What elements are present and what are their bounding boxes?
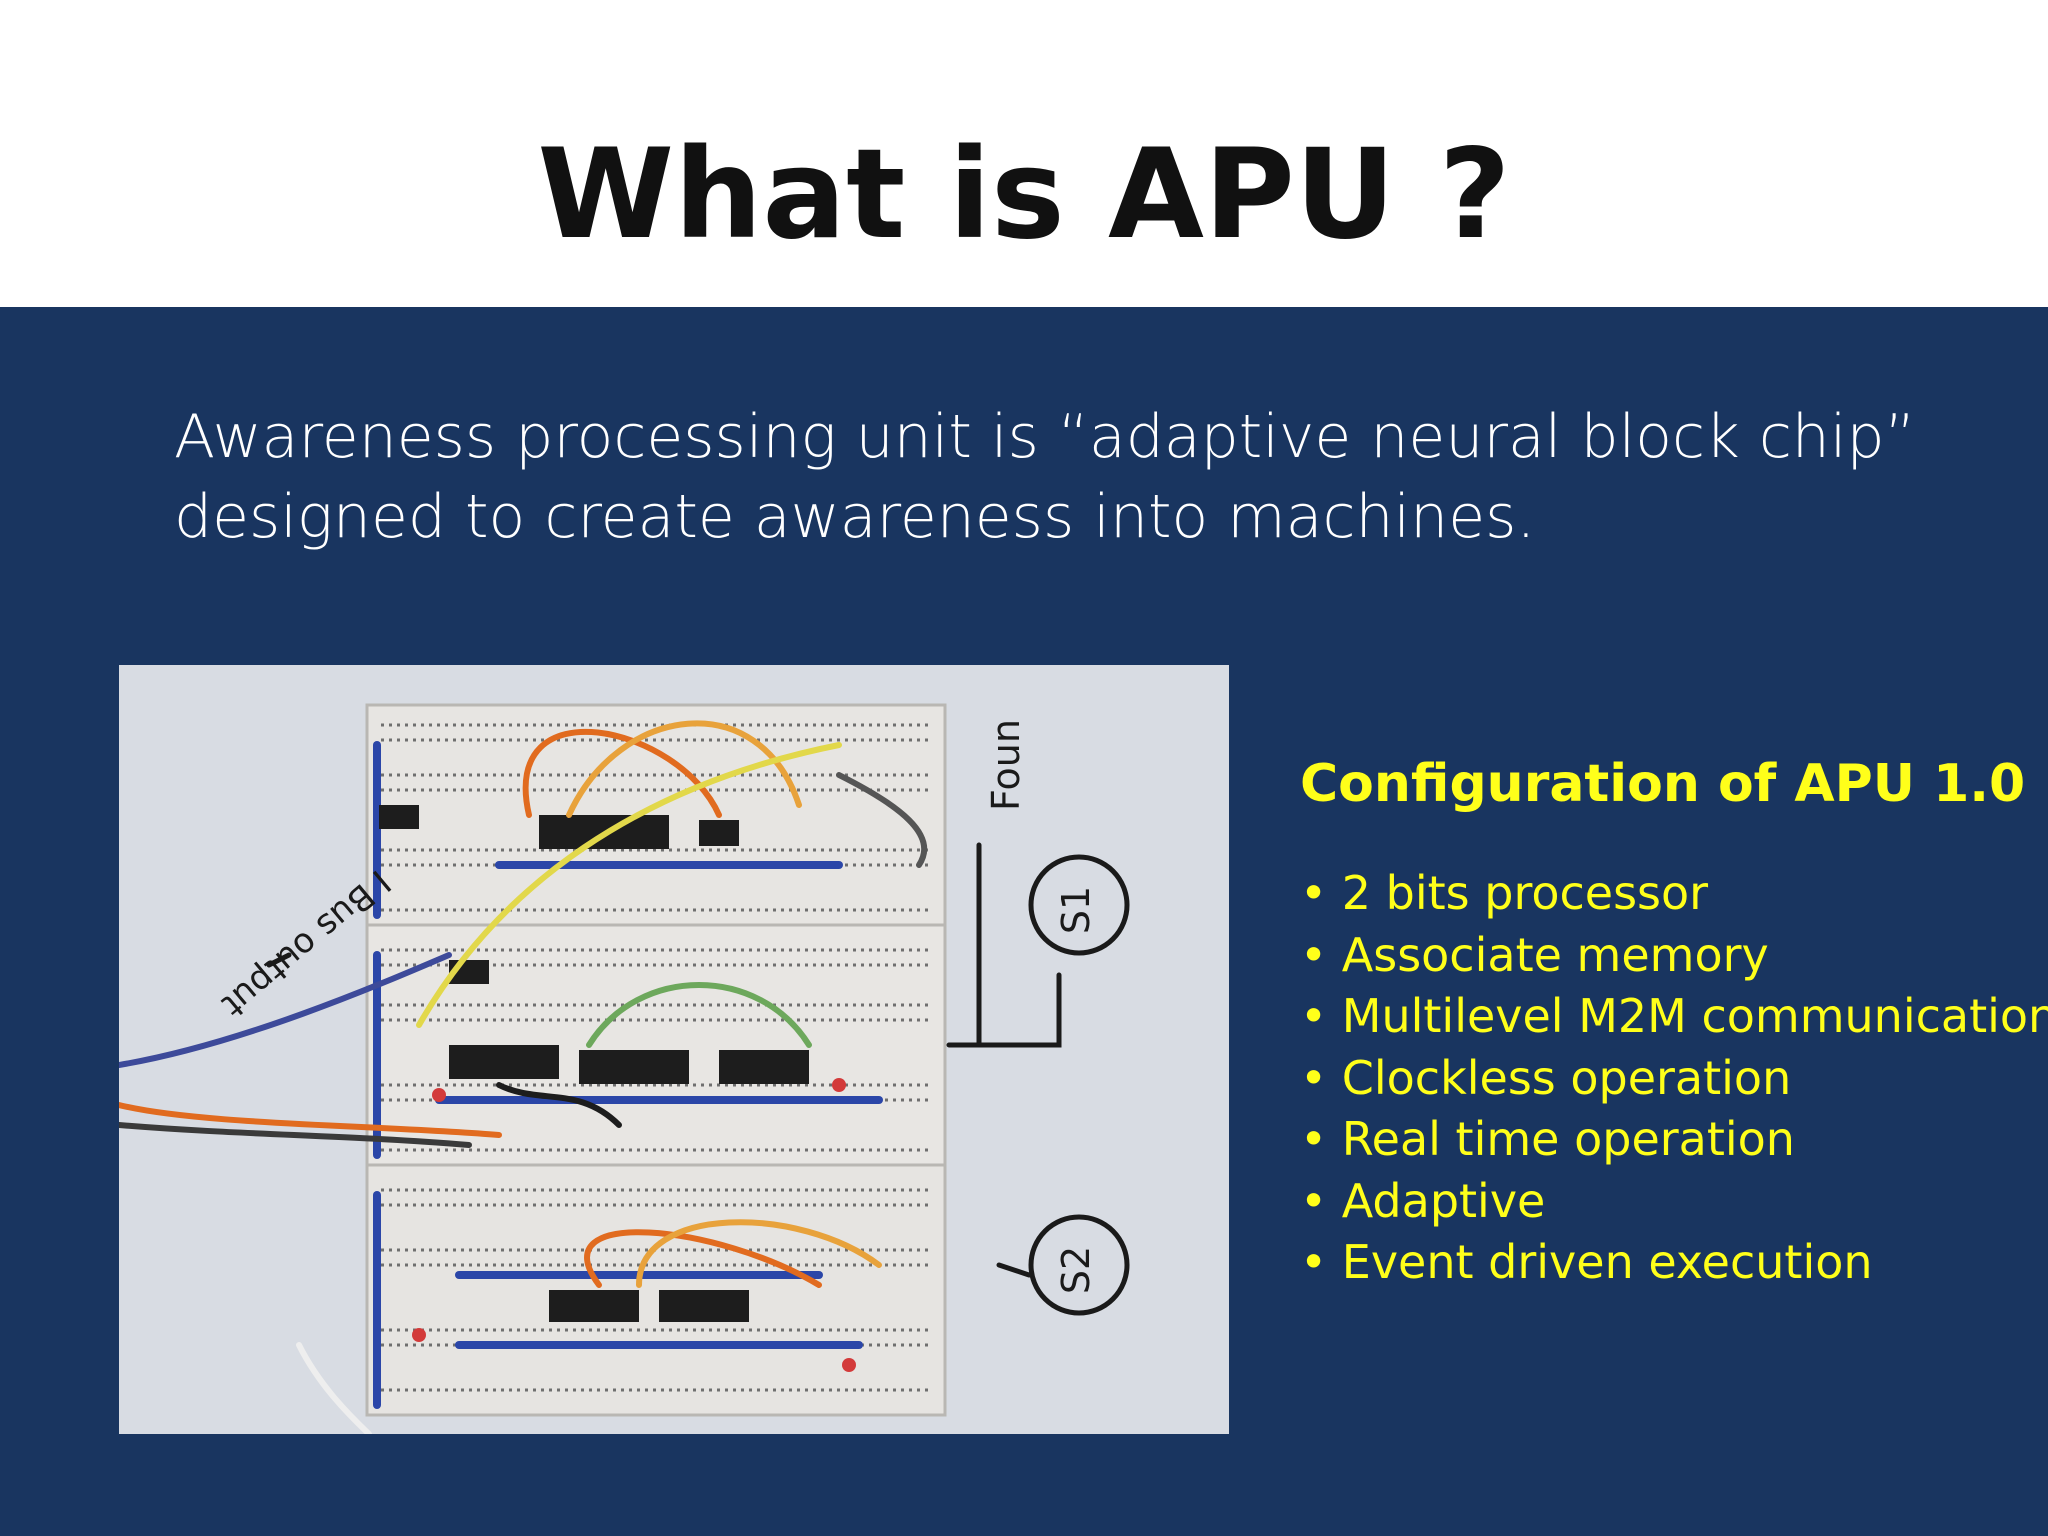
list-item: Real time operation bbox=[1300, 1109, 2040, 1171]
config-title: Configuration of APU 1.0 bbox=[1300, 754, 2026, 814]
list-item: Adaptive bbox=[1300, 1171, 2040, 1233]
label-s2: S2 bbox=[1054, 1246, 1098, 1294]
label-foun: Foun bbox=[984, 719, 1028, 811]
list-item: Event driven execution bbox=[1300, 1232, 2040, 1294]
list-item: Multilevel M2M communication bbox=[1300, 986, 2048, 1048]
list-item: Associate memory bbox=[1300, 925, 2040, 987]
intro-line-1: Awareness processing unit is “adaptive n… bbox=[174, 402, 1916, 472]
title-band: What is APU ? bbox=[0, 0, 2048, 307]
config-panel: Configuration of APU 1.0 2 bits processo… bbox=[1300, 749, 2048, 1294]
list-item: 2 bits processor bbox=[1300, 863, 2040, 925]
intro-line-2: designed to create awareness into machin… bbox=[174, 482, 1536, 552]
breadboard-photo: S1 S2 Foun I Bus output bbox=[119, 665, 1229, 1434]
config-list: 2 bits processor Associate memory Multil… bbox=[1300, 863, 2048, 1294]
content-band: Awareness processing unit is “adaptive n… bbox=[0, 307, 2048, 1536]
label-s1: S1 bbox=[1054, 886, 1098, 934]
intro-text: Awareness processing unit is “adaptive n… bbox=[174, 397, 1974, 557]
list-item: Clockless operation bbox=[1300, 1048, 2040, 1110]
slide-title: What is APU ? bbox=[537, 123, 1511, 267]
